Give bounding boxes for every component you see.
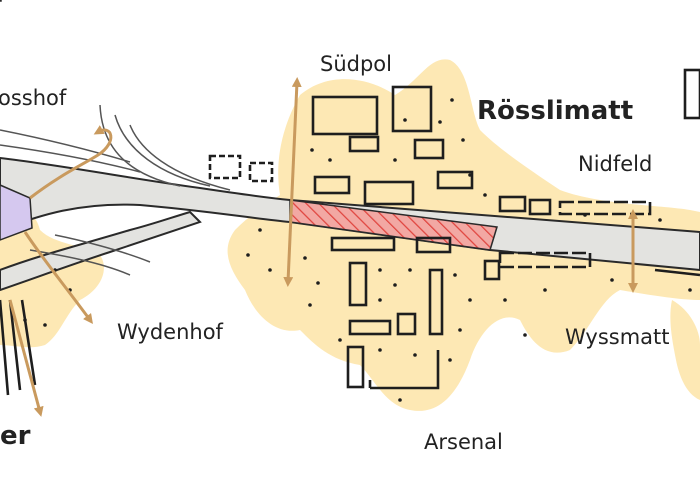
label-wyssmatt: Wyssmatt xyxy=(565,325,670,349)
building xyxy=(558,200,652,216)
development-area-west xyxy=(0,200,104,348)
hatched-section xyxy=(0,0,2,2)
label-suedpol: Südpol xyxy=(320,52,392,76)
rail-corridor xyxy=(0,0,700,292)
building xyxy=(208,154,242,180)
building xyxy=(391,85,433,133)
label-hof-partial: osshof xyxy=(0,86,67,110)
label-roesslimatt: Rösslimatt xyxy=(477,96,634,126)
connection-arrow-west xyxy=(23,231,93,325)
label-nidfeld: Nidfeld xyxy=(578,152,653,176)
building xyxy=(363,180,415,206)
western-node xyxy=(0,184,33,241)
building xyxy=(654,268,700,277)
label-arsenal: Arsenal xyxy=(424,430,503,454)
building xyxy=(483,259,501,281)
track-line xyxy=(99,104,181,187)
connection-arrows xyxy=(8,77,638,417)
track-line xyxy=(54,234,151,263)
building xyxy=(311,95,379,136)
building xyxy=(330,236,396,252)
building xyxy=(436,170,474,190)
buildings xyxy=(0,68,700,396)
building xyxy=(313,175,351,195)
rail-branch-south xyxy=(0,210,202,292)
building xyxy=(498,251,592,269)
label-er-partial: er xyxy=(0,421,31,451)
building xyxy=(428,268,444,336)
building xyxy=(413,138,445,160)
building xyxy=(0,299,37,396)
building xyxy=(348,135,380,153)
track-line xyxy=(0,144,141,173)
building xyxy=(528,198,552,216)
connection-arrow-southwest xyxy=(8,299,44,417)
building xyxy=(346,345,365,389)
track-line xyxy=(129,124,231,191)
track-line xyxy=(0,129,131,163)
track-lines xyxy=(0,104,231,276)
connection-arrow-loop xyxy=(29,125,113,200)
building xyxy=(498,195,527,213)
building xyxy=(396,312,417,336)
building xyxy=(248,161,274,183)
building xyxy=(683,68,700,120)
settlement-dots xyxy=(23,98,692,402)
building xyxy=(348,261,368,307)
building xyxy=(368,350,440,390)
connection-arrow-suedpol xyxy=(283,77,302,287)
label-wydenhof: Wydenhof xyxy=(117,320,223,344)
track-line xyxy=(114,114,211,187)
building xyxy=(415,236,452,254)
development-area-east xyxy=(670,300,700,400)
building xyxy=(348,319,392,336)
